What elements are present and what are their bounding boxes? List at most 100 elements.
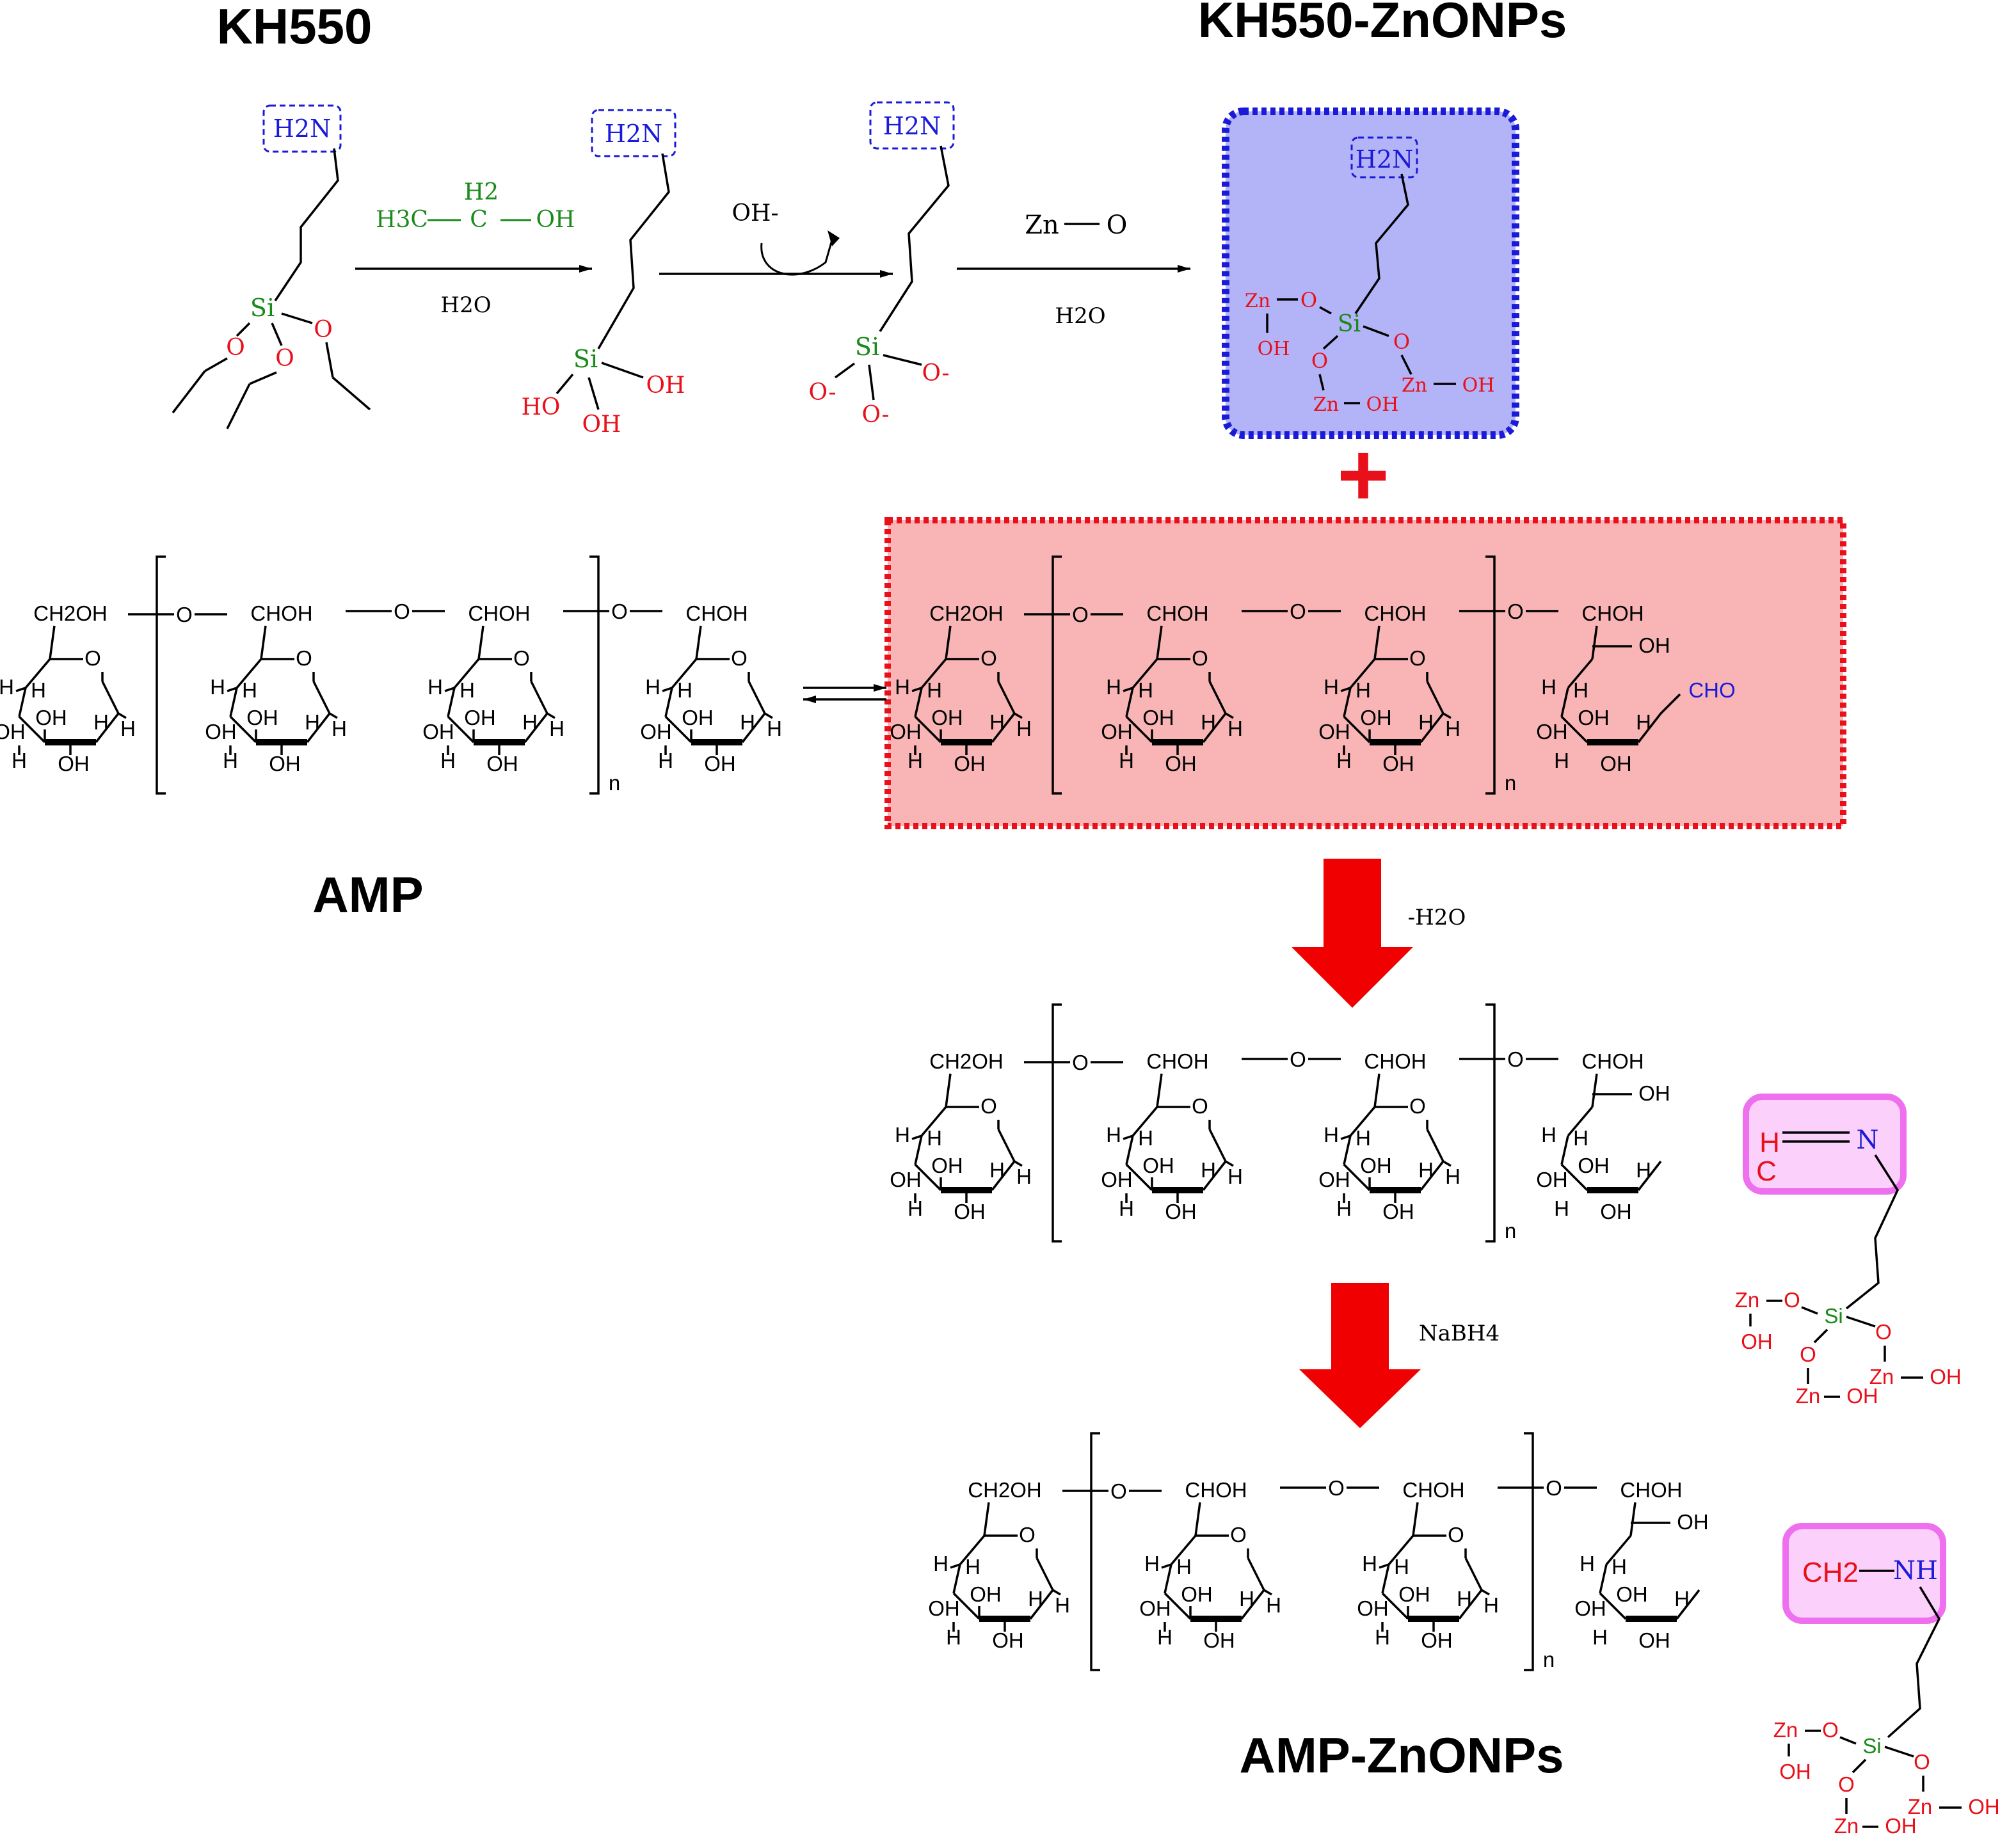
hydroxide-label: OH- xyxy=(732,200,778,227)
oh-label: OH xyxy=(1366,394,1399,416)
o-minus-label: O- xyxy=(809,379,836,406)
oh-label: OH xyxy=(928,1596,960,1620)
oh-label: OH xyxy=(970,1582,1002,1606)
oh-label: OH xyxy=(954,752,986,776)
h-label: H xyxy=(1356,1126,1371,1150)
ring-oxygen-label: O xyxy=(980,1094,997,1118)
ring-oxygen-label: O xyxy=(296,646,312,670)
title-amp-znonps: AMP-ZnONPs xyxy=(1240,1727,1564,1783)
ring-oxygen-label: O xyxy=(1409,1094,1426,1118)
silanetriol-molecule: H2N Si OH HO OH xyxy=(522,109,685,438)
curl-arrow xyxy=(760,235,835,276)
amine-dashed-box xyxy=(869,101,955,150)
title-kh550-znonps: KH550-ZnONPs xyxy=(1198,0,1567,48)
choh-label: CHOH xyxy=(1364,1049,1426,1073)
amine-dashed-box xyxy=(262,104,342,153)
oh-label: OH xyxy=(1165,1200,1197,1223)
glycosidic-oxygen-label: O xyxy=(1290,1047,1306,1071)
oh-label: OH xyxy=(464,706,496,729)
h-label: H xyxy=(946,1625,961,1649)
oh-label: OH xyxy=(1360,1154,1392,1177)
oh-label: OH xyxy=(1968,1795,2000,1818)
glycosidic-oxygen-label: O xyxy=(1290,600,1306,623)
oh-label: OH xyxy=(1536,720,1568,744)
oxygen-label: O xyxy=(1914,1750,1930,1774)
choh-label: CHOH xyxy=(1620,1478,1682,1502)
repeat-n-label: n xyxy=(1505,1219,1516,1243)
oh-label: OH xyxy=(205,720,237,744)
glycosidic-oxygen-label: O xyxy=(1072,603,1089,626)
h-label: H xyxy=(1356,678,1371,702)
h-label: H xyxy=(332,717,347,740)
oh-label: OH xyxy=(1181,1582,1213,1606)
h-label: H xyxy=(1106,675,1121,699)
oxygen-label: O xyxy=(1822,1718,1839,1742)
glycosidic-oxygen-label: O xyxy=(1072,1051,1089,1074)
h-label: H xyxy=(1119,749,1134,772)
h-label: H xyxy=(1457,1587,1472,1611)
h-label: H xyxy=(1554,1197,1569,1220)
o-minus-label: O- xyxy=(862,402,890,428)
zinc-label: Zn xyxy=(1402,374,1427,397)
zinc-label: Zn xyxy=(1908,1795,1933,1818)
h-label: H xyxy=(1324,1123,1339,1147)
glycosidic-oxygen-label: O xyxy=(1328,1476,1345,1500)
ring-oxygen-label: O xyxy=(1192,646,1208,670)
oh-label: OH xyxy=(1357,1596,1389,1620)
h-label: H xyxy=(305,710,320,734)
h-label: H xyxy=(677,678,692,702)
imine-h-label: H xyxy=(1759,1127,1780,1158)
oh-label: OH xyxy=(890,1168,922,1191)
oxygen-label: O xyxy=(275,346,294,372)
imine-c-label: C xyxy=(1756,1156,1777,1187)
h-label: H xyxy=(1612,1555,1627,1579)
h-label: H xyxy=(740,710,755,734)
h-label: H xyxy=(1541,675,1556,699)
repeat-n-label: n xyxy=(609,771,620,795)
h2-label: H2 xyxy=(464,179,499,205)
h-label: H xyxy=(1418,1158,1434,1182)
ho-label: HO xyxy=(522,394,561,420)
h-label: H xyxy=(1157,1625,1172,1649)
h-label: H xyxy=(645,675,660,699)
oh-label: OH xyxy=(646,372,685,399)
oh-label: OH xyxy=(246,706,278,729)
zinc-label: Zn xyxy=(1313,394,1339,416)
h-label: H xyxy=(1016,717,1032,740)
h-label: H xyxy=(1674,1587,1690,1611)
plus-sign: + xyxy=(1337,424,1389,525)
oh-label: OH xyxy=(1165,752,1197,776)
h-label: H xyxy=(1138,678,1153,702)
oh-label: OH xyxy=(1638,1081,1670,1105)
imine-linkage: H C N xyxy=(1756,1126,1899,1310)
ring-oxygen-label: O xyxy=(1019,1523,1036,1547)
zinc-label: Zn xyxy=(1245,290,1270,312)
oh-label: OH xyxy=(422,720,454,744)
silicon-label: Si xyxy=(855,333,879,361)
ring-oxygen-label: O xyxy=(1192,1094,1208,1118)
ring-oxygen-label: O xyxy=(1448,1523,1464,1547)
ring-oxygen-label: O xyxy=(84,646,101,670)
choh-label: CHOH xyxy=(1581,601,1644,625)
repeat-n-label: n xyxy=(1543,1648,1555,1671)
h-label: H xyxy=(989,1158,1005,1182)
h-label: H xyxy=(31,678,46,702)
title-kh550: KH550 xyxy=(217,0,372,54)
h-label: H xyxy=(0,675,14,699)
oxygen-label: O xyxy=(1784,1288,1800,1312)
oxygen-label: O xyxy=(1311,349,1328,373)
repeat-n-label: n xyxy=(1505,771,1516,795)
oxygen-label: O xyxy=(1838,1772,1855,1796)
amine-label: H2N xyxy=(605,120,663,148)
h-label: H xyxy=(895,1123,910,1147)
oh-label: OH xyxy=(1616,1582,1648,1606)
zinc-label: Zn xyxy=(1869,1365,1894,1388)
nabh4-label: NaBH4 xyxy=(1419,1321,1500,1346)
ch2oh-label: CH2OH xyxy=(929,601,1004,625)
kh550-znonps-blue-box xyxy=(1222,107,1519,439)
